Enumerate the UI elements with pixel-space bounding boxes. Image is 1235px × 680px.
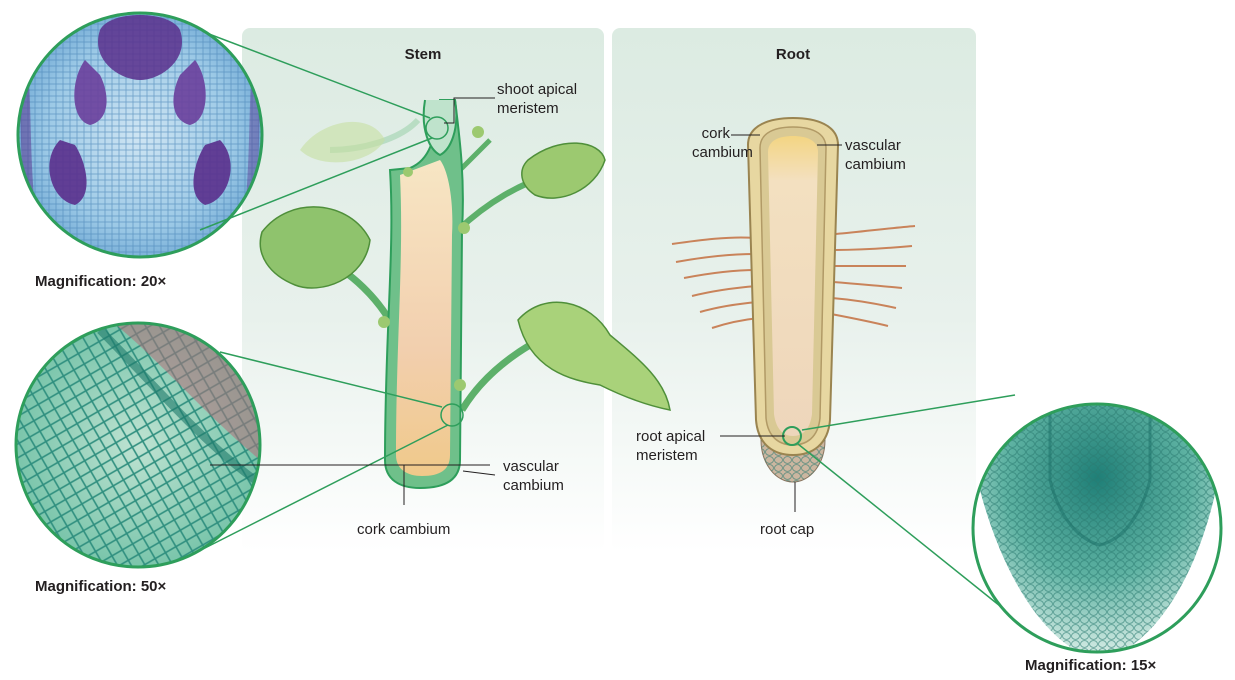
stem-illustration	[260, 100, 670, 488]
root-cap-label: root cap	[760, 520, 814, 539]
root-apical-meristem-label: root apical meristem	[636, 427, 705, 465]
shoot-micrograph	[10, 10, 270, 270]
shoot-apical-meristem-label: shoot apical meristem	[497, 80, 577, 118]
root-vascular-cambium-label: vascular cambium	[845, 136, 906, 174]
stem-cork-cambium-label: cork cambium	[357, 520, 450, 539]
root-magnification-caption: Magnification: 15×	[1025, 657, 1156, 674]
stem-micrograph	[0, 238, 356, 658]
callout-lines	[200, 34, 1015, 610]
stem-magnification-caption: Magnification: 50×	[35, 578, 166, 595]
root-micrograph	[973, 400, 1221, 660]
stem-vascular-cambium-label: vascular cambium	[503, 457, 564, 495]
stem-panel-title: Stem	[405, 46, 442, 63]
root-cork-cambium-label: cork cambium	[692, 124, 730, 162]
shoot-magnification-caption: Magnification: 20×	[35, 273, 166, 290]
root-panel-title: Root	[776, 46, 810, 63]
